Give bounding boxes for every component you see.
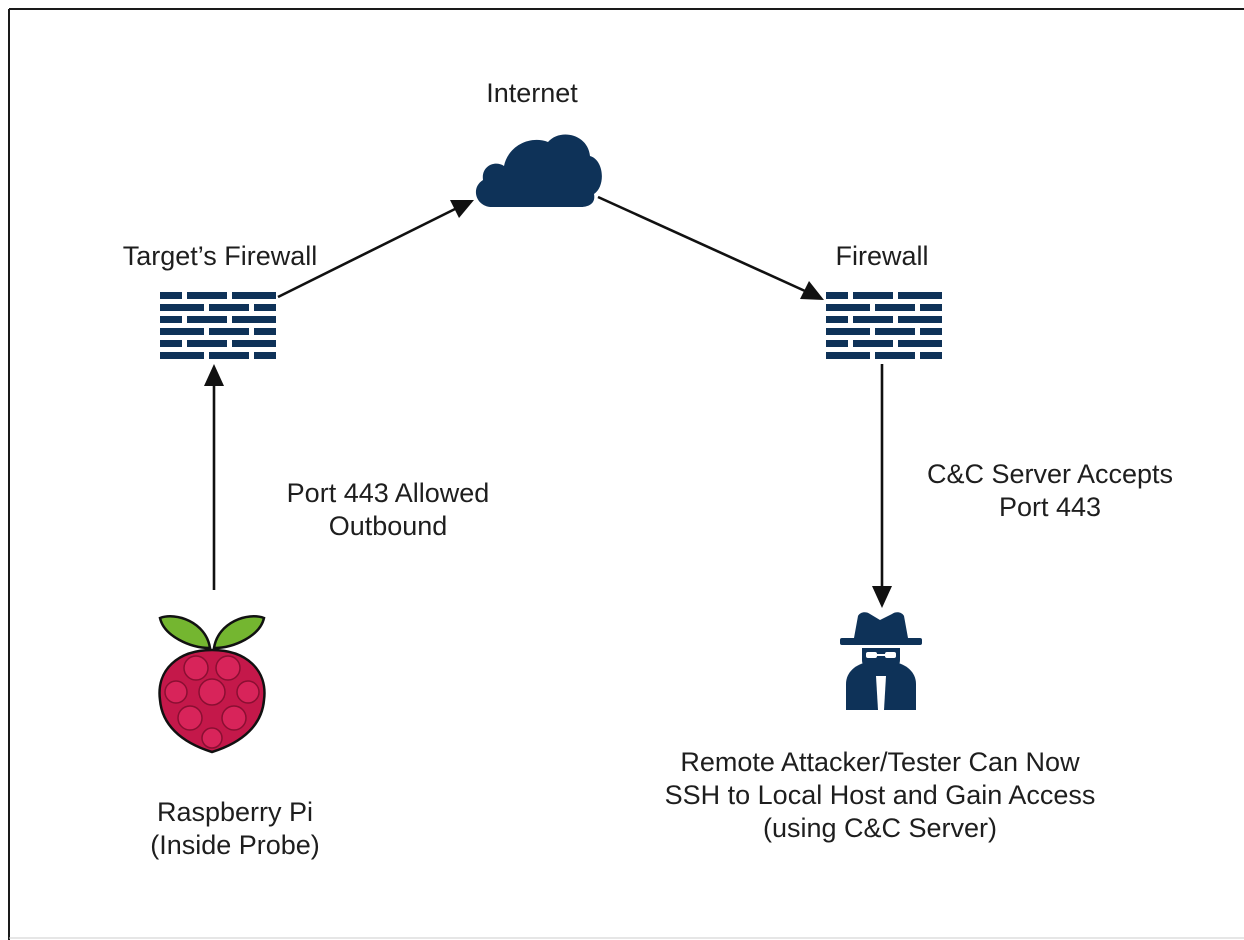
hacker-icon (840, 612, 922, 710)
attacker-label: Remote Attacker/Tester Can Now SSH to Lo… (590, 746, 1170, 845)
attacker-edge-label-line1: C&C Server Accepts (926, 459, 1174, 489)
remote-firewall-icon (826, 292, 942, 360)
attacker-edge-label-line2: Port 443 (998, 492, 1102, 522)
attacker-label-line3: (using C&C Server) (762, 813, 998, 843)
raspberry-pi-label: Raspberry Pi (Inside Probe) (100, 796, 370, 862)
diagram-frame (8, 8, 1244, 940)
internet-label: Internet (452, 77, 612, 110)
target-firewall-label: Target’s Firewall (90, 240, 350, 273)
remote-firewall-label-text: Firewall (835, 241, 929, 271)
arrow-firewall-to-attacker (872, 364, 892, 608)
internet-label-text: Internet (486, 78, 578, 108)
attacker-label-line1: Remote Attacker/Tester Can Now (680, 747, 1080, 777)
raspberry-pi-icon (158, 615, 266, 754)
arrow-internet-to-firewall (597, 195, 824, 300)
cloud-icon (475, 134, 602, 207)
target-firewall-label-text: Target’s Firewall (122, 241, 318, 271)
attacker-edge-label: C&C Server Accepts Port 443 (880, 458, 1220, 524)
remote-firewall-label: Firewall (802, 240, 962, 273)
target-firewall-icon (160, 292, 276, 360)
pi-edge-label-line1: Port 443 Allowed (286, 478, 490, 508)
arrow-pi-to-firewall (204, 364, 224, 590)
attacker-label-line2: SSH to Local Host and Gain Access (664, 780, 1096, 810)
arrow-firewall-to-internet (277, 200, 474, 299)
raspberry-pi-label-line1: Raspberry Pi (156, 797, 314, 827)
pi-edge-label: Port 443 Allowed Outbound (228, 477, 548, 543)
pi-edge-label-line2: Outbound (328, 511, 448, 541)
raspberry-pi-label-line2: (Inside Probe) (150, 830, 320, 860)
